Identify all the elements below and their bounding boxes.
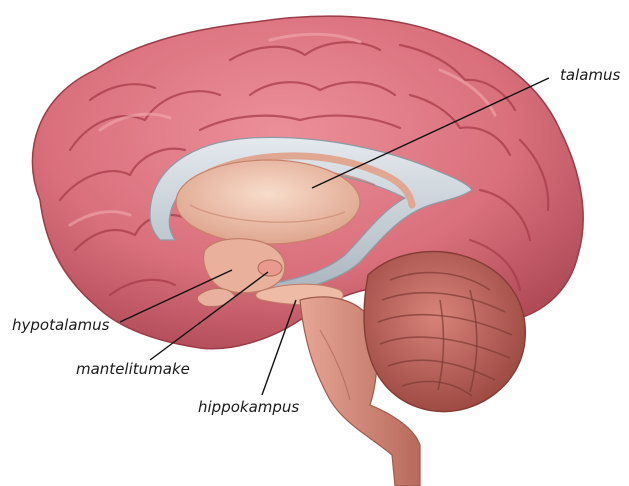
label-hypotalamus: hypotalamus (12, 316, 110, 334)
label-mantelitumake: mantelitumake (76, 360, 190, 378)
label-talamus: talamus (560, 66, 621, 84)
thalamus (176, 160, 360, 244)
mammillary-body (258, 260, 282, 276)
label-hippokampus: hippokampus (198, 398, 299, 416)
